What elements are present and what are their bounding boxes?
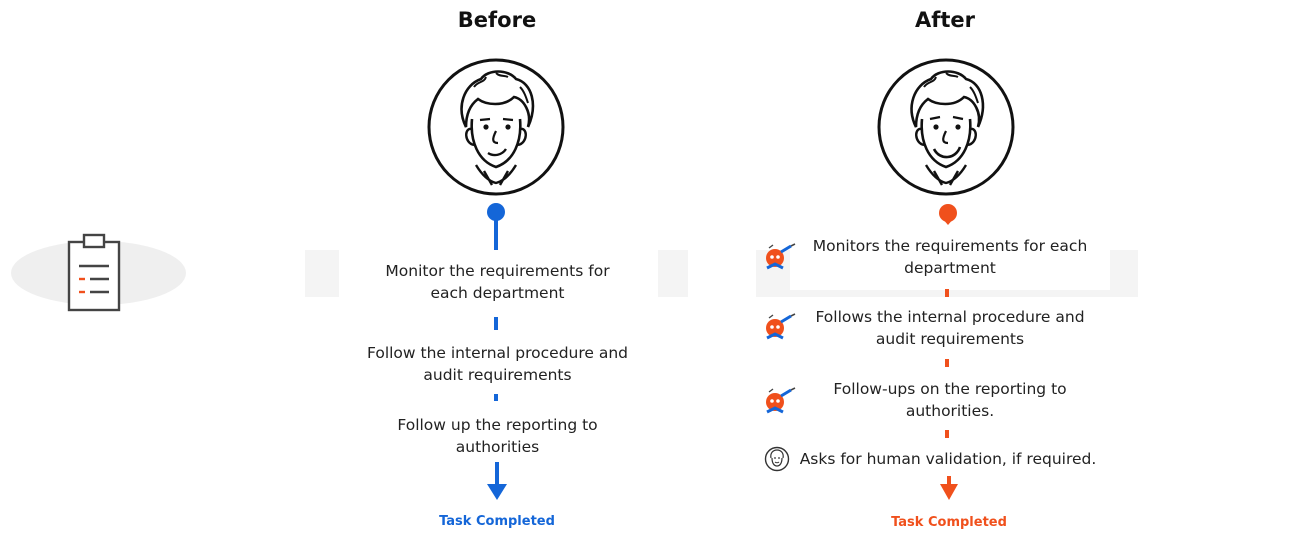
after-connector-2 (945, 359, 949, 367)
background-panel-middle (658, 250, 688, 297)
before-avatar (426, 57, 566, 197)
after-step-4: Asks for human validation, if required. (799, 450, 1097, 468)
background-panel-after-inner (790, 250, 1110, 290)
background-panel-left (305, 250, 339, 297)
before-start-dot (487, 203, 505, 221)
after-step-2: Follows the internal procedure and audit… (815, 308, 1085, 348)
robot-agent-icon (763, 384, 797, 416)
after-step-3: Follow-ups on the reporting to authoriti… (833, 380, 1067, 420)
before-step-1: Monitor the requirements for each depart… (385, 262, 610, 302)
clipboard-checklist-icon (64, 232, 128, 314)
before-step-2: Follow the internal procedure and audit … (366, 344, 629, 384)
before-connector-1 (494, 219, 498, 250)
before-task-completed: Task Completed (439, 514, 555, 529)
before-step-3: Follow up the reporting to authorities (397, 416, 598, 456)
before-title: Before (457, 8, 537, 32)
after-title: After (914, 8, 976, 32)
after-connector-1 (945, 289, 949, 297)
after-task-completed: Task Completed (891, 515, 1007, 530)
after-connector-3 (945, 430, 949, 438)
robot-agent-icon (763, 240, 797, 272)
before-connector-2 (494, 317, 498, 330)
before-arrow-down-icon (485, 462, 509, 502)
before-connector-3 (494, 394, 498, 401)
robot-agent-icon (763, 310, 797, 342)
after-step-1: Monitors the requirements for each depar… (812, 237, 1088, 277)
after-start-pin (937, 203, 959, 227)
after-arrow-down-icon (938, 476, 960, 502)
human-avatar-icon (764, 446, 790, 472)
after-avatar (876, 57, 1016, 197)
